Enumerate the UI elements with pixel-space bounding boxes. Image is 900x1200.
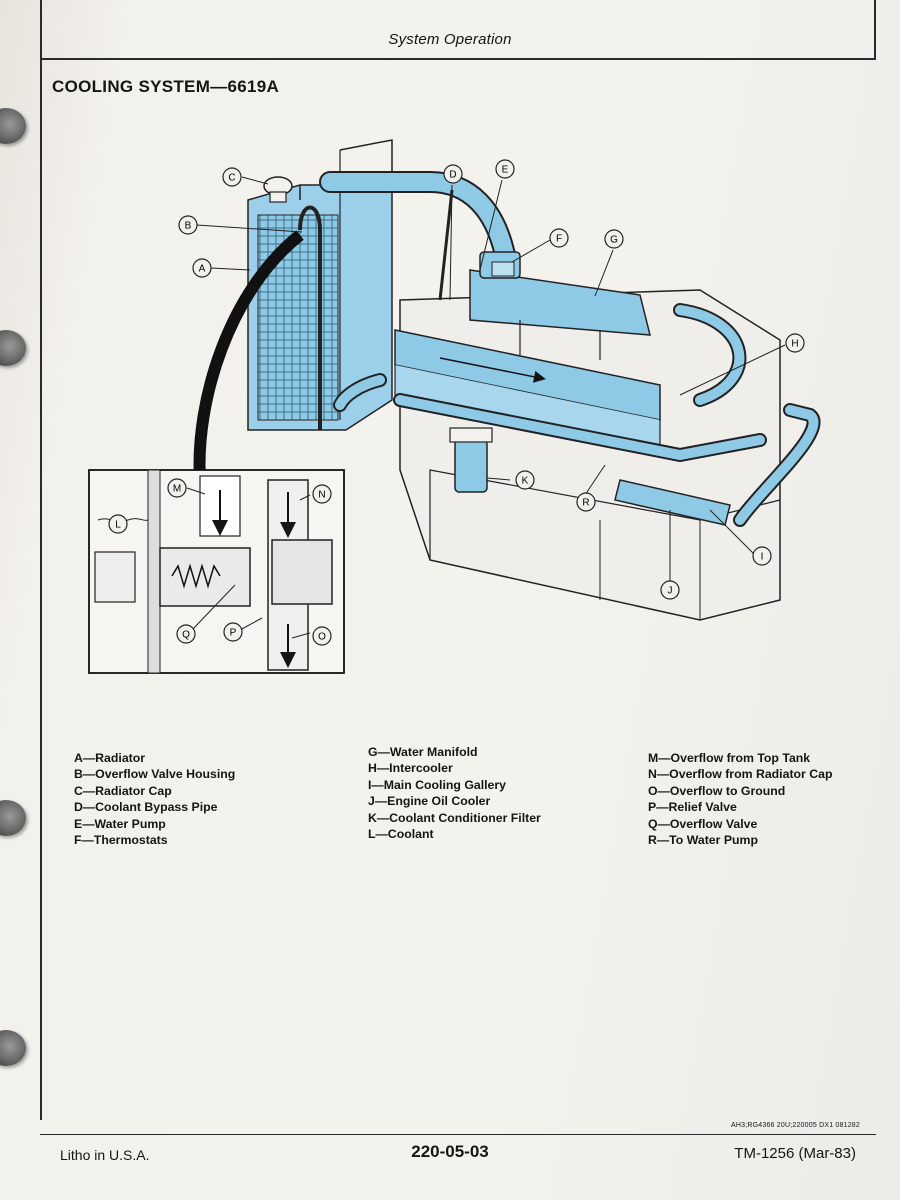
page-number: 220-05-03: [411, 1142, 489, 1161]
callout-a: A: [192, 258, 212, 278]
legend-item-g: G—Water Manifold: [368, 745, 478, 759]
callout-g: G: [604, 229, 624, 249]
footer-litho: Litho in U.S.A.: [60, 1147, 150, 1163]
legend-item-e: E—Water Pump: [74, 816, 166, 831]
svg-text:K: K: [522, 476, 529, 487]
legend-item-p: P—Relief Valve: [648, 800, 737, 815]
section-title: COOLING SYSTEM—6619A: [52, 77, 280, 96]
svg-text:E: E: [502, 165, 509, 176]
svg-text:A: A: [199, 264, 206, 275]
legend-item-b: B—Overflow Valve Housing: [74, 767, 236, 782]
intercooler: [394, 329, 661, 451]
callout-j: J: [660, 580, 680, 600]
svg-text:I: I: [761, 552, 764, 563]
overflow-pipe: [298, 205, 322, 430]
svg-text:O: O: [318, 632, 326, 643]
svg-text:J: J: [668, 586, 673, 597]
callout-m: M: [167, 478, 187, 498]
svg-text:F: F: [556, 234, 562, 245]
legend-column-2: G—Water Manifold H—Intercooler I—Main Co…: [368, 744, 541, 842]
legend-item-o: O—Overflow to Ground: [648, 783, 786, 798]
svg-text:C: C: [228, 173, 235, 184]
legend-item-d: D—Coolant Bypass Pipe: [74, 800, 218, 815]
svg-text:N: N: [318, 490, 325, 501]
legend-item-n: N—Overflow from Radiator Cap: [648, 767, 833, 782]
legend-column-1: A—Radiator B—Overflow Valve Housing C—Ra…: [74, 750, 235, 848]
svg-text:D: D: [449, 170, 456, 181]
detail-pointer-curve: [193, 230, 304, 481]
legend-item-m: M—Overflow from Top Tank: [648, 751, 811, 765]
coolant-bypass-pipe: [438, 189, 454, 301]
callout-f: F: [549, 228, 569, 248]
page-border-left: [40, 0, 42, 1120]
legend-item-f: F—Thermostats: [74, 833, 168, 848]
callout-l: L: [108, 514, 128, 534]
svg-text:H: H: [791, 339, 798, 350]
callout-c: C: [222, 167, 242, 187]
callout-markers: A B C D E F G H I J K L M N O P Q R: [108, 159, 805, 646]
legend-item-j: J—Engine Oil Cooler: [368, 794, 491, 809]
radiator-cap-icon: [263, 176, 293, 203]
legend-item-r: R—To Water Pump: [648, 833, 758, 848]
thermostat-housing-icon: [491, 261, 515, 277]
footer-rule: [40, 1134, 876, 1136]
legend-column-3: M—Overflow from Top Tank N—Overflow from…: [648, 750, 832, 848]
manual-id: TM-1256 (Mar-83): [734, 1145, 856, 1162]
page-border-right: [874, 0, 876, 58]
callout-d: D: [443, 164, 463, 184]
legend-item-i: I—Main Cooling Gallery: [368, 777, 507, 792]
overflow-valve-detail-inset: [88, 469, 345, 674]
callout-leaders: [186, 176, 786, 639]
svg-text:B: B: [185, 221, 192, 232]
callout-i: I: [752, 546, 772, 566]
legend-item-a: A—Radiator: [74, 751, 146, 765]
svg-text:R: R: [582, 498, 589, 509]
svg-text:G: G: [610, 235, 618, 246]
legend-item-c: C—Radiator Cap: [74, 783, 172, 798]
legend-item-l: L—Coolant: [368, 827, 434, 842]
svg-text:Q: Q: [182, 630, 190, 641]
legend-item-k: K—Coolant Conditioner Filter: [368, 810, 541, 825]
running-header: System Operation: [388, 31, 512, 48]
header-rule: [40, 58, 876, 60]
callout-q: Q: [176, 624, 196, 644]
callout-h: H: [785, 333, 805, 353]
svg-text:P: P: [230, 628, 237, 639]
legend-item-h: H—Intercooler: [368, 761, 453, 776]
callout-k: K: [515, 470, 535, 490]
svg-text:M: M: [173, 484, 181, 495]
water-manifold: [469, 269, 651, 360]
callout-n: N: [312, 484, 332, 504]
callout-r: R: [576, 492, 596, 512]
svg-text:L: L: [115, 520, 121, 531]
callout-e: E: [495, 159, 515, 179]
document-code: AH3;RG4366 20U;220005 DX1 081282: [731, 1122, 860, 1129]
callout-b: B: [178, 215, 198, 235]
coolant-conditioner-filter-icon: [449, 427, 493, 493]
callout-o: O: [312, 626, 332, 646]
callout-p: P: [223, 622, 243, 642]
legend-item-q: Q—Overflow Valve: [648, 816, 758, 831]
